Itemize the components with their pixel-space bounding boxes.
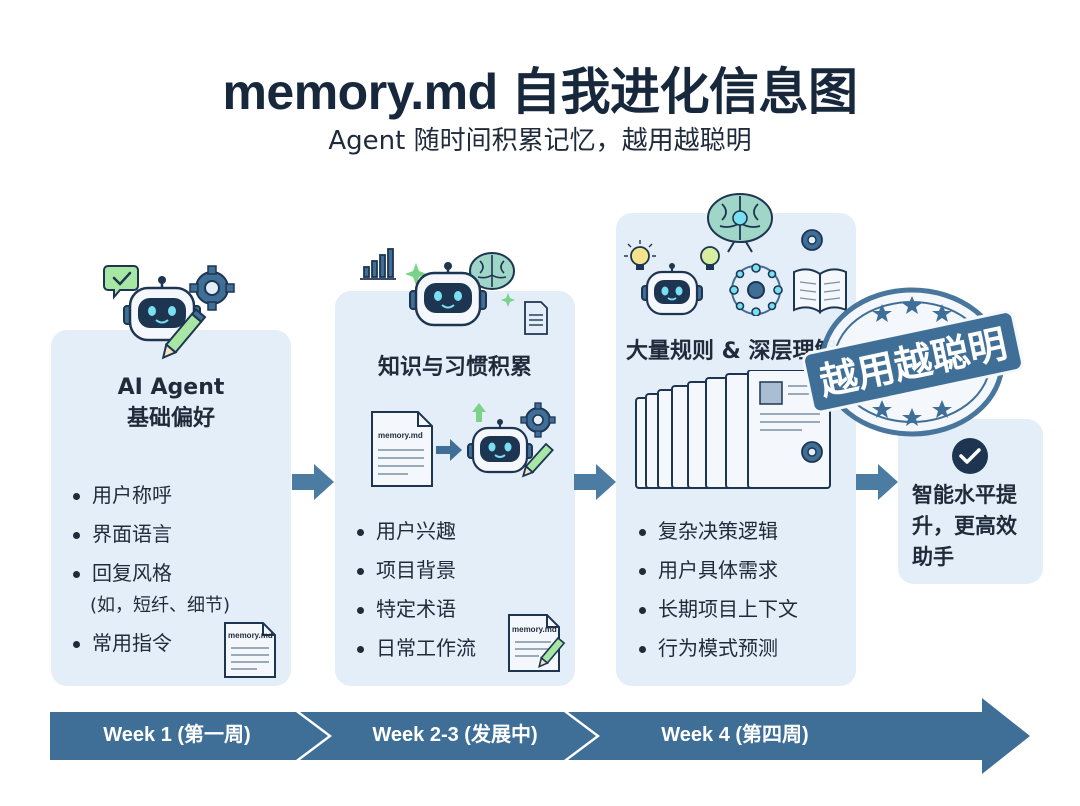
page-subtitle: Agent 随时间积累记忆，越用越聪明 — [328, 126, 752, 156]
stage-1-heading-line1: AI Agent — [117, 375, 225, 400]
list-item: 常用指令 — [70, 624, 172, 663]
list-item-note: (如，短纤、细节) — [90, 595, 231, 616]
timeline-label-week-2-3: Week 2-3 (发展中) — [372, 724, 538, 746]
brain-icon — [469, 252, 515, 290]
pencil-icon — [161, 307, 207, 360]
document-icon — [524, 301, 548, 335]
sparkle-icon — [501, 293, 515, 307]
doc-label: memory.md — [512, 625, 557, 634]
stage-2-heading: 知识与习惯积累 — [377, 355, 532, 380]
star-icon — [902, 408, 922, 426]
stage-1-illustration — [103, 265, 235, 360]
book-icon — [793, 268, 847, 314]
list-item: 回复风格 — [70, 554, 172, 593]
list-item: 界面语言 — [70, 515, 172, 554]
star-icon — [932, 304, 952, 322]
gear-icon — [189, 265, 235, 311]
result-text: 智能水平提升，更高效助手 — [912, 483, 1017, 569]
list-item: 用户兴趣 — [354, 512, 476, 551]
gear-icon — [801, 441, 823, 463]
robot-icon — [641, 263, 703, 316]
list-item: 项目背景 — [354, 551, 476, 590]
bar-chart-icon — [360, 248, 396, 280]
network-icon — [729, 263, 783, 316]
stamp-badge: 越用越聪明 — [802, 287, 1024, 437]
stage-2-process-illustration: memory.md — [371, 402, 556, 487]
stage-1-heading: AI Agent 基础偏好 — [51, 372, 291, 434]
timeline-segment-3 — [568, 698, 1030, 774]
document-stack-illustration — [635, 370, 831, 489]
timeline-segment-2 — [300, 712, 596, 760]
list-item: 特定术语 — [354, 590, 476, 629]
flow-arrow-icon — [856, 464, 898, 500]
timeline-label-week-1: Week 1 (第一周) — [103, 724, 251, 746]
gear-icon — [801, 229, 823, 251]
lightbulb-icon — [700, 246, 720, 270]
stage-2-list: 用户兴趣 项目背景 特定术语 日常工作流 — [354, 512, 476, 668]
flow-arrow-icon — [574, 464, 616, 500]
check-circle-icon — [952, 438, 988, 474]
arrow-up-icon — [472, 403, 486, 422]
stage-1-list: 用户称呼 界面语言 回复风格 — [70, 476, 172, 593]
lightbulb-icon — [624, 240, 656, 270]
stage-3-list: 复杂决策逻辑 用户具体需求 长期项目上下文 行为模式预测 — [636, 512, 798, 668]
stage-2-illustration — [360, 248, 548, 335]
stage-1-heading-line2: 基础偏好 — [126, 406, 215, 431]
pencil-icon — [521, 442, 554, 478]
arrow-right-icon — [436, 439, 462, 461]
check-bubble-icon — [103, 265, 139, 300]
star-icon — [932, 400, 952, 418]
robot-icon — [467, 419, 533, 474]
stage-3-heading: 大量规则 & 深层理解 — [626, 339, 837, 364]
list-item: 复杂决策逻辑 — [636, 512, 798, 551]
memory-doc-icon: memory.md — [508, 614, 566, 672]
timeline-segment-1 — [50, 712, 328, 760]
list-item: 用户具体需求 — [636, 551, 798, 590]
sparkle-icon — [405, 263, 427, 285]
memory-doc-icon: memory.md — [224, 622, 276, 678]
robot-icon — [409, 262, 487, 327]
memory-doc-icon: memory.md — [371, 411, 433, 487]
brain-icon — [707, 193, 773, 253]
pencil-icon — [538, 636, 566, 668]
star-icon — [902, 296, 922, 314]
star-icon — [872, 400, 892, 418]
doc-label: memory.md — [378, 431, 423, 440]
timeline-label-week-4: Week 4 (第四周) — [661, 724, 809, 746]
list-item: 日常工作流 — [354, 629, 476, 668]
gear-icon — [520, 402, 556, 438]
list-item: 用户称呼 — [70, 476, 172, 515]
page-title: memory.md 自我进化信息图 — [222, 64, 858, 120]
timeline-bar — [50, 698, 1030, 774]
stage-1-list-extra: 常用指令 — [70, 624, 172, 663]
doc-label: memory.md — [228, 631, 273, 640]
flow-arrow-icon — [292, 464, 334, 500]
stage-3-illustration — [624, 193, 847, 316]
list-item: 长期项目上下文 — [636, 590, 798, 629]
star-icon — [872, 304, 892, 322]
list-item: 行为模式预测 — [636, 629, 798, 668]
